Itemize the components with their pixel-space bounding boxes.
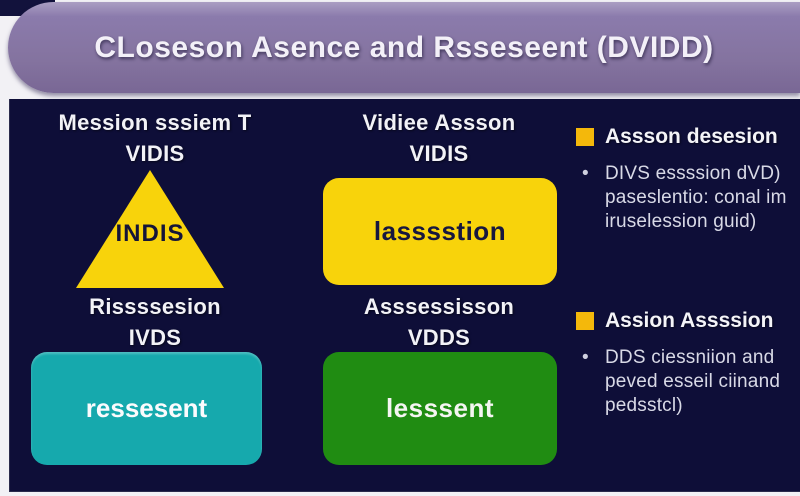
- green-box-label: lesssent: [385, 393, 495, 423]
- bullet-group-1-line2: paseslentio: conal im: [605, 187, 787, 208]
- content-area: Mession sssiem T VIDIS INDIS Rissssesion…: [9, 99, 800, 492]
- bullet-group-2-body: • DDS ciessniion and peved esseil ciinan…: [576, 346, 800, 418]
- header-bar: CLoseson Asence and Rsseseent (DVIDD): [8, 2, 800, 93]
- bullet-group-1-body: • DIVS essssion dVD) paseslentio: conal …: [576, 162, 800, 234]
- bullet-group-1-heading-row: Assson desesion: [576, 125, 800, 149]
- yellow-box: lasssstion: [323, 178, 557, 285]
- bullet-group-1: Assson desesion • DIVS essssion dVD) pas…: [576, 125, 800, 234]
- green-box: lesssent: [323, 352, 557, 465]
- teal-box-label: ressesent: [85, 393, 208, 423]
- bullet-group-1-line3: iruselession guid): [605, 211, 757, 232]
- round-bullet-icon: •: [582, 163, 589, 184]
- bullet-group-2-heading-row: Assion Assssion: [576, 309, 800, 333]
- middle-top-heading-line2: VIDIS: [409, 141, 469, 166]
- middle-bottom-heading-line1: Asssessisson: [363, 294, 515, 319]
- bullet-group-1-line1: DIVS essssion dVD): [605, 163, 781, 184]
- middle-top-heading: Vidiee Assson VIDIS: [316, 107, 562, 169]
- left-top-heading: Mession sssiem T VIDIS: [20, 107, 290, 169]
- triangle-shape: [76, 170, 224, 288]
- bullet-group-2: Assion Assssion • DDS ciessniion and pev…: [576, 309, 800, 418]
- left-bottom-heading-line2: IVDS: [128, 325, 182, 350]
- middle-bottom-heading-line2: VDDS: [407, 325, 471, 350]
- left-bottom-heading-line1: Rissssesion: [89, 294, 221, 319]
- bullet-group-2-line1: DDS ciessniion and: [605, 347, 775, 368]
- page-title: CLoseson Asence and Rsseseent (DVIDD): [94, 30, 714, 64]
- bullet-group-2-lines: DDS ciessniion and peved esseil ciinand …: [605, 346, 780, 418]
- bullet-group-2-heading: Assion Assssion: [605, 309, 774, 332]
- teal-box: ressesent: [31, 352, 262, 465]
- left-top-heading-line2: VIDIS: [125, 141, 185, 166]
- middle-bottom-heading: Asssessisson VDDS: [316, 291, 562, 353]
- bullet-group-1-lines: DIVS essssion dVD) paseslentio: conal im…: [605, 162, 787, 234]
- triangle-label: INDIS: [115, 220, 185, 247]
- middle-top-heading-line1: Vidiee Assson: [362, 110, 516, 135]
- yellow-square-bullet-icon: [576, 312, 594, 330]
- round-bullet-icon: •: [582, 347, 589, 368]
- yellow-square-bullet-icon: [576, 128, 594, 146]
- left-bottom-heading: Rissssesion IVDS: [20, 291, 290, 353]
- bullet-group-2-line2: peved esseil ciinand: [605, 371, 781, 392]
- bullet-group-1-heading: Assson desesion: [605, 125, 778, 148]
- yellow-box-label: lasssstion: [373, 216, 507, 246]
- left-top-heading-line1: Mession sssiem T: [58, 110, 252, 135]
- bullet-group-2-line3: pedsstcl): [605, 395, 683, 416]
